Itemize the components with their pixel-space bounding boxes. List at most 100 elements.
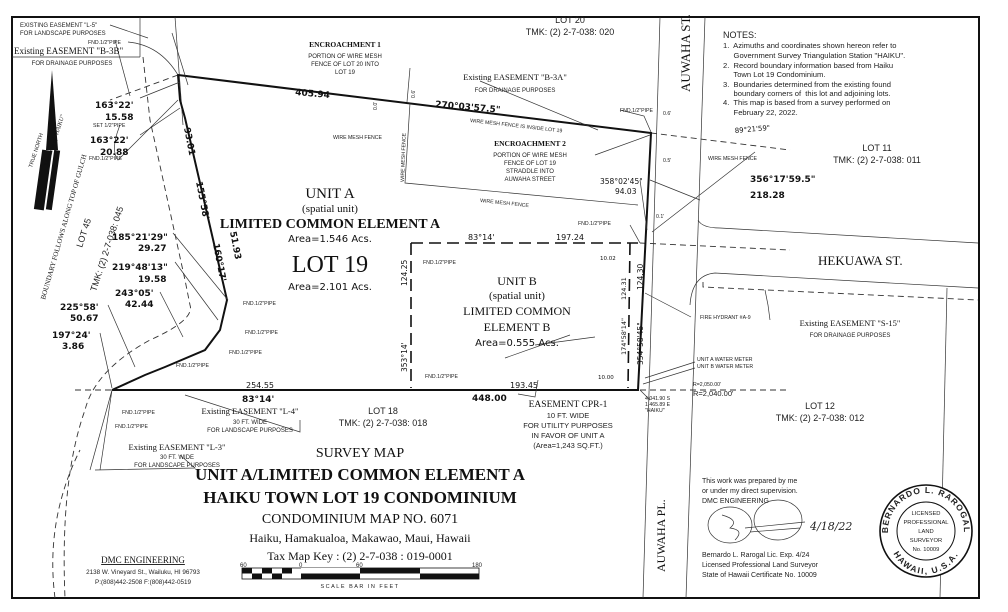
cert-line: DMC ENGINEERING [702,498,769,505]
encroachment2-desc: STRADDLE INTO [506,169,554,175]
easement-l3-desc: FOR LANDSCAPE PURPOSES [134,463,220,469]
scale-tick: 180 [472,563,483,569]
bearing: 10.00 [598,375,614,381]
haiku-coord: 1,465.89 E [645,402,671,408]
leader [89,389,113,471]
bearing: 353°14' [400,342,409,372]
auwaha-pl-label: AUWAHA PL. [654,499,668,572]
pipe-label: FND.1/2"PIPE [115,424,149,430]
lot11-tmk: TMK: (2) 2-7-038: 011 [833,155,921,165]
hekuawa-st-label: HEKUAWA ST. [818,253,903,268]
easement-cpr1-area: (Area=1,243 SQ.FT.) [533,441,603,450]
meter-b-label: UNIT B WATER METER [697,364,753,370]
easement-b3b-desc: FOR DRAINAGE PURPOSES [32,61,113,67]
note-line: February 22, 2022. [723,108,798,117]
bearing: 218.28 [750,191,785,201]
wire-mesh-fence [404,102,639,206]
bearing: 89°21'59" [734,124,770,135]
unit-b-boundary [410,242,638,389]
bearing: 243°05' [115,289,154,299]
offset-label: 0.5' [663,158,671,164]
radius-label: R=2,040.00' [693,389,734,398]
seal-text: LAND [918,529,933,535]
bearing: 20.88 [100,148,128,158]
callout-labels: FND.1/2"PIPE SET 1/2"PIPE FND.1/2"PIPE F… [88,40,758,430]
firm-phone: P:(808)442-2508 F:(808)442-0519 [95,579,191,586]
cert-line: or under my direct supervision. [702,488,798,495]
bearing: 83°14' [468,233,495,242]
unit-b-area: Area=0.555 Acs. [475,338,559,349]
pipe-label: FND.1/2"PIPE [245,330,279,336]
bearing: 124.25 [400,260,409,286]
bearing: 174°58'14" [620,318,628,355]
easement-b3a-title: Existing EASEMENT "B-3A" [463,72,567,82]
unit-b-lce: ELEMENT B [484,320,551,334]
signature-date: 4/18/22 [809,520,852,533]
scale-tick: 60 [356,563,363,569]
easement-cpr1-title: EASEMENT CPR-1 [529,400,608,410]
road-line [639,242,791,251]
encroachment1-desc: LOT 19 [335,70,356,76]
haiku-coord: "HAIKU" [645,408,665,414]
lot12-label: LOT 12 [805,401,835,411]
title-block: SURVEY MAP UNIT A/LIMITED COMMON ELEMENT… [195,446,526,563]
easement-l4-title: Existing EASEMENT "L-4" [202,406,299,416]
pipe-label: FND.1/2"PIPE [578,221,612,227]
bearing: 42.44 [125,300,153,310]
unit-a-sub: (spatial unit) [302,203,358,215]
easement-s15-title: Existing EASEMENT "S-15" [800,318,901,328]
seal-text: No. 10009 [913,547,940,553]
pipe-label: FND.1/2"PIPE [423,260,457,266]
lot45-tmk: TMK: (2) 2-7-038: 045 [88,205,125,292]
encroachment1-desc: FENCE OF LOT 20 INTO [311,62,379,68]
bearing: 19.58 [138,275,166,285]
title-main: UNIT A/LIMITED COMMON ELEMENT A [195,465,526,484]
easement-s15-desc: FOR DRAINAGE PURPOSES [810,333,891,339]
lot11-label: LOT 11 [862,143,891,153]
bearing: 270°03'57.5" [435,100,501,116]
bearing: 160°17' [210,243,227,283]
lot11-line [650,132,791,151]
bearing: 124.31 [620,277,628,300]
pipe-label: FND.1/2"PIPE [176,363,210,369]
encroachment2-desc: FENCE OF LOT 19 [504,161,557,167]
lot20-label: LOT 20 [555,15,585,25]
title-location: Haiku, Hamakualoa, Makawao, Maui, Hawaii [249,531,471,545]
leader-lines [94,24,771,471]
lot18-label: LOT 18 [368,406,398,416]
pipe-label: FND.1/2"PIPE [425,374,459,380]
title-map-no: CONDOMINIUM MAP NO. 6071 [262,512,458,527]
auwaha-st-label: AUWAHA ST. [678,14,693,92]
firm-name: DMC ENGINEERING [101,555,185,565]
lot18-tmk: TMK: (2) 2-7-038: 018 [339,418,428,428]
offset-label: 0.1' [656,214,664,220]
bearing: 163°22' [90,136,129,146]
pipe-label: FND.1/2"PIPE [122,410,156,416]
cert-line: State of Hawaii Certificate No. 10009 [702,572,817,579]
bearing: 405.94 [295,88,330,101]
bearing: 185°21'29" [112,233,168,243]
bearing: 83°14' [242,395,274,405]
meter-a-label: UNIT A WATER METER [697,357,753,363]
pipe-label: FND.1/2"PIPE [88,40,122,46]
unit-a-lce: LIMITED COMMON ELEMENT A [220,217,441,232]
bearing: 3.86 [62,342,84,352]
note-line: boundary corners of this lot and adjoini… [723,89,891,98]
offset-label: 0.6' [411,90,417,98]
encroachment1-title: ENCROACHMENT 1 [309,40,381,49]
encroachment1-desc: PORTION OF WIRE MESH [308,54,382,60]
pipe-label: FND.1/2"PIPE [620,108,654,114]
scale-label: SCALE BAR IN FEET [321,584,400,590]
easement-cpr1-desc: FOR UTILITY PURPOSES [523,421,612,430]
note-line: Town Lot 19 Condominium. [723,70,825,79]
bearing: 124.30 [636,264,645,290]
title-tmk: Tax Map Key : (2) 2-7-038 : 019-0001 [267,549,452,563]
easement-l3-desc: 30 FT. WIDE [160,455,194,461]
note-line: 3. Boundaries determined from the existi… [723,80,891,89]
bearing: 93.01 [181,127,196,157]
unit-a-area: Area=1.546 Acs. [288,234,372,245]
bearing: 94.03 [615,187,637,196]
north-arrow-icon [33,70,61,211]
note-line: 1. Azimuths and coordinates shown hereon… [723,41,897,50]
bearing: 219°48'13" [112,263,168,273]
